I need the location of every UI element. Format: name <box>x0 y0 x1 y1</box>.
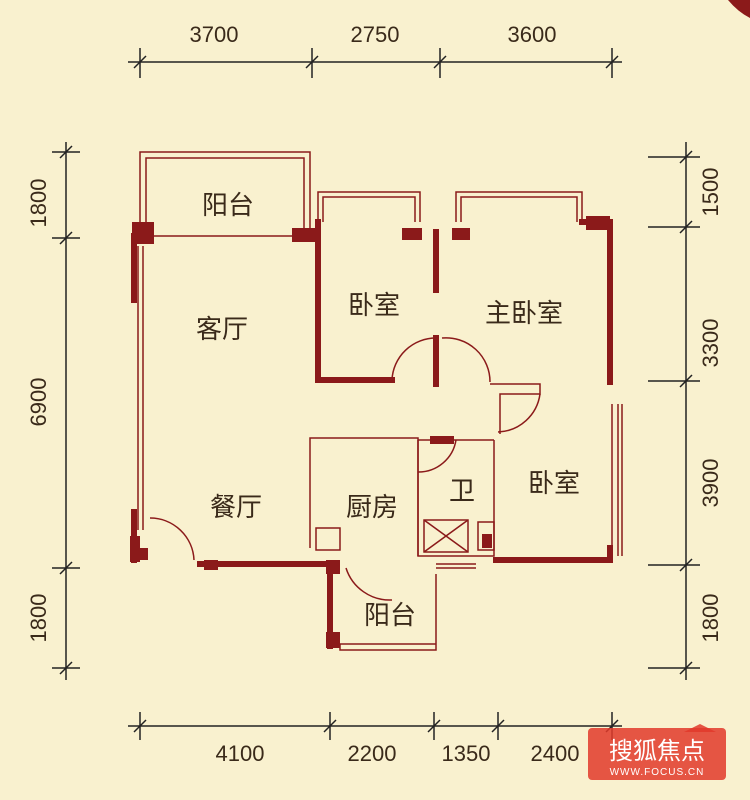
dim-top-3: 3600 <box>508 22 557 47</box>
room-label-kitchen: 厨房 <box>346 493 398 523</box>
dim-left-3: 1800 <box>26 594 51 643</box>
dim-bottom-4: 2400 <box>531 741 580 766</box>
dim-right-2: 3300 <box>698 319 723 368</box>
room-label-bedroom-2: 卧室 <box>528 469 580 499</box>
dim-left-2: 6900 <box>26 378 51 427</box>
corner-ornament <box>728 0 750 18</box>
room-label-master-bedroom: 主卧室 <box>485 299 563 329</box>
watermark-brand: 搜狐焦点 <box>609 737 705 765</box>
room-label-dining-room: 餐厅 <box>210 493 262 523</box>
thin-lines <box>137 151 623 651</box>
room-label-balcony-bottom: 阳台 <box>364 601 416 631</box>
dim-right-1: 1500 <box>698 168 723 217</box>
dim-top-2: 2750 <box>351 22 400 47</box>
dim-bottom-3: 1350 <box>442 741 491 766</box>
room-label-balcony-top: 阳台 <box>202 191 254 221</box>
dim-right-4: 1800 <box>698 594 723 643</box>
dim-right-3: 3900 <box>698 459 723 508</box>
wall-blocks <box>130 216 610 648</box>
watermark-logo: 搜狐焦点 WWW.FOCUS.CN <box>588 724 726 780</box>
dim-bottom-1: 4100 <box>216 741 265 766</box>
thick-walls <box>131 219 613 649</box>
room-label-bedroom-1: 卧室 <box>348 291 400 321</box>
dim-top-1: 3700 <box>190 22 239 47</box>
dim-bottom-2: 2200 <box>348 741 397 766</box>
room-label-bathroom: 卫 <box>449 477 475 507</box>
dim-left-1: 1800 <box>26 179 51 228</box>
room-label-living-room: 客厅 <box>196 315 248 345</box>
watermark-url: WWW.FOCUS.CN <box>610 767 705 778</box>
dimension-lines <box>52 48 700 740</box>
